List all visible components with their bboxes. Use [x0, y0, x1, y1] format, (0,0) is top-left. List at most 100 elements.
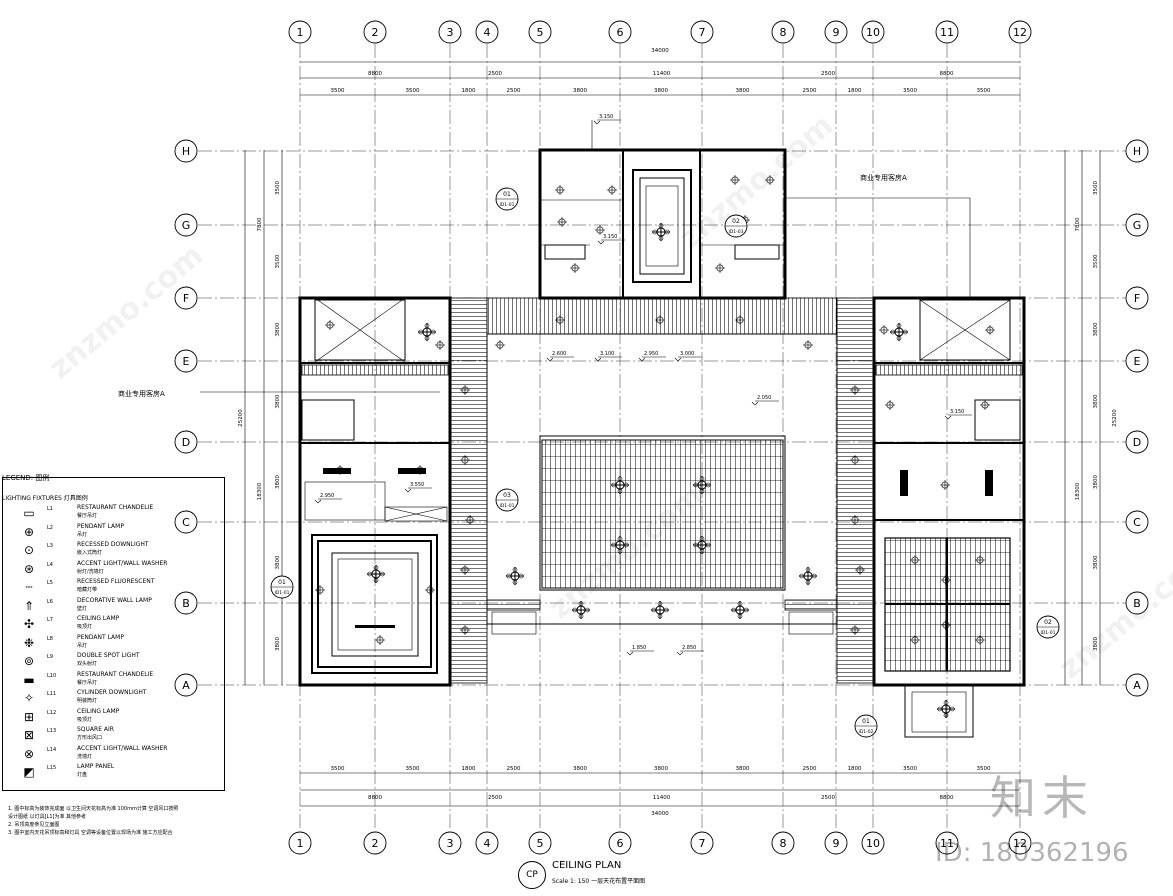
downlight-icon: [465, 515, 475, 525]
legend-name-zh: 灯盘: [77, 772, 88, 778]
section-mark-ref: ID1-01: [274, 590, 289, 596]
section-mark-number: 01: [862, 718, 870, 725]
downlight-icon: [315, 585, 325, 595]
ceiling-lamp-icon: [572, 601, 590, 619]
dimension-segment: 3800: [275, 475, 281, 489]
dimension-segment: 3800: [275, 394, 281, 408]
grid-bubble: [824, 831, 848, 855]
legend-fixture-icon: ⊙: [23, 543, 35, 557]
level-tag: 3.150: [597, 234, 625, 245]
note-line: 3. 图中室内天花吊顶标高和灯具 空调等设备位置以现场为准 施工方应配合: [8, 830, 173, 836]
grid-label: 10: [866, 26, 880, 39]
legend-code: L14: [47, 746, 57, 753]
grid-bubble: [174, 213, 198, 237]
dimension-minor: 3500: [406, 88, 420, 94]
grid-label: B: [1133, 597, 1141, 610]
dimension-minor: 1800: [462, 88, 476, 94]
downlight-icon: [879, 325, 889, 335]
grid-bubble: [824, 20, 848, 44]
grid-label: D: [182, 436, 190, 449]
legend-code: L10: [47, 672, 57, 679]
grid-bubble: [1125, 349, 1149, 373]
legend-code: L9: [47, 654, 53, 660]
ceiling-lamp-icon: [506, 567, 524, 585]
legend-name-en: LAMP PANEL: [77, 763, 115, 770]
grid-bubble: [1125, 510, 1149, 534]
legend-name-zh: 餐厅吊灯: [77, 513, 98, 519]
level-tag: 2.950: [638, 351, 666, 362]
grid-label: C: [182, 516, 190, 529]
ceiling-lamp-icon: [611, 476, 629, 494]
grid-bubble: [1008, 20, 1032, 44]
legend-name-zh: 壁灯: [77, 605, 88, 612]
grid-bubble: [1125, 213, 1149, 237]
grid-label: 9: [833, 837, 840, 850]
level-tag: 2.950: [314, 493, 342, 504]
level-value: 3.100: [600, 351, 614, 357]
downlight-icon: [850, 515, 860, 525]
level-tag: 3.150: [944, 409, 972, 420]
downlight-icon: [855, 565, 865, 575]
legend-fixture-icon: ⊠: [23, 728, 35, 742]
legend-code: L5: [47, 580, 53, 586]
grid-bubble: [174, 139, 198, 163]
section-mark-number: 01: [278, 579, 286, 586]
drawing-title: CEILING PLAN: [552, 860, 622, 871]
lamp-panel-icon: [355, 625, 395, 628]
grid-label: 12: [1013, 837, 1027, 850]
grid-label: 6: [617, 837, 624, 850]
ceiling-lamp-icon: [367, 565, 385, 583]
downlight-icon: [375, 635, 385, 645]
level-tag: 3.000: [674, 351, 702, 362]
level-tag: 3.150: [593, 114, 621, 125]
legend-name-zh: 方形出风口: [77, 735, 103, 741]
dimension-minor: 1800: [462, 766, 476, 772]
dimension-overall: 34000: [651, 48, 669, 54]
grid-label: E: [183, 355, 190, 368]
dimension-minor: 2500: [507, 88, 521, 94]
dimension-segment: 3800: [1093, 322, 1099, 336]
grid-bubble: [438, 831, 462, 855]
legend-code: L8: [47, 635, 53, 642]
callout-label: 商业专用客房A: [118, 389, 165, 398]
downlight-icon: [850, 455, 860, 465]
dimension-segment: 3800: [275, 555, 281, 569]
legend-fixture-icon: ▭: [23, 506, 35, 520]
grid-label: H: [182, 145, 190, 158]
legend-fixture-icon: ⇑: [23, 598, 35, 613]
legend-name-en: DOUBLE SPOT LIGHT: [77, 652, 140, 659]
grid-label: 5: [537, 26, 544, 39]
downlight-icon: [941, 575, 951, 585]
dimension-group: 18300: [257, 482, 263, 500]
section-mark-number: 02: [732, 218, 740, 225]
dimension-segment: 3800: [275, 637, 281, 651]
grid-bubble: [1125, 139, 1149, 163]
legend-name-zh: 吸顶灯: [77, 716, 93, 723]
grid-bubble: [690, 20, 714, 44]
grid-bubble: [528, 831, 552, 855]
grid-label: G: [1133, 219, 1142, 232]
legend-name-zh: 明装筒灯: [77, 698, 98, 704]
legend-name-en: RECESSED FLUORESCENT: [77, 578, 155, 585]
grid-bubble: [608, 20, 632, 44]
dimension-minor: 3500: [903, 88, 917, 94]
grid-bubble: [1008, 831, 1032, 855]
grid-label: 3: [447, 26, 454, 39]
downlight-icon: [941, 620, 951, 630]
legend-code: L4: [47, 561, 53, 568]
grid-label: A: [182, 679, 190, 692]
dimension-segment: 3800: [1093, 555, 1099, 569]
downlight-icon: [715, 263, 725, 273]
grid-bubble: [174, 673, 198, 697]
image-id-watermark: ID: 180362196: [935, 838, 1129, 868]
legend-fixture-icon: ❉: [23, 635, 35, 650]
grid-label: A: [1133, 679, 1141, 692]
downlight-icon: [607, 185, 617, 195]
